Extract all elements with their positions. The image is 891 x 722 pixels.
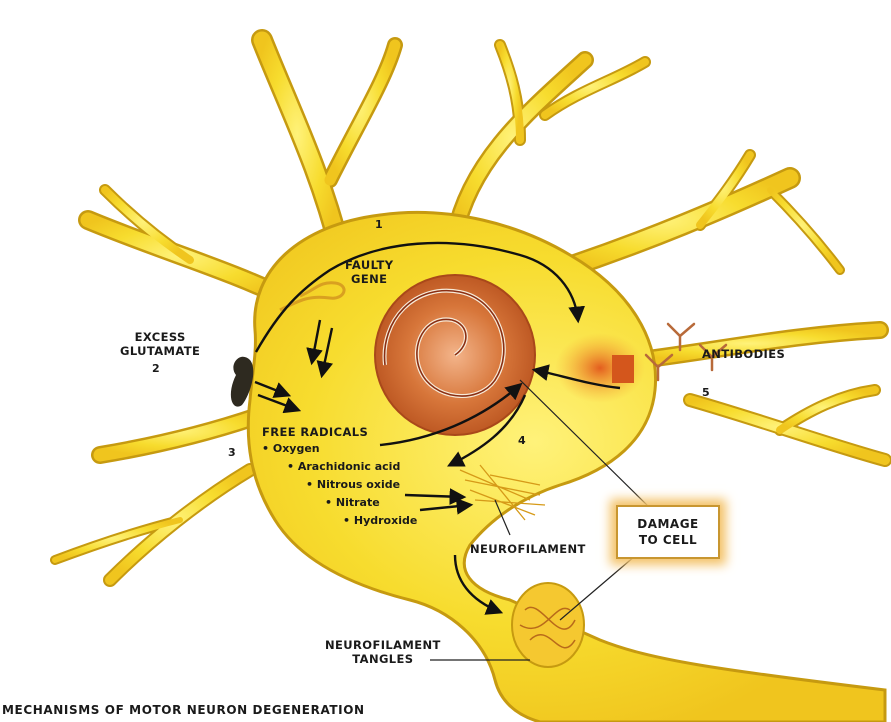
damage-line-2: TO CELL (639, 532, 697, 548)
damage-line-1: DAMAGE (637, 516, 699, 532)
free-radical-hydroxide: • Hydroxide (343, 514, 417, 527)
damage-to-cell-box: DAMAGE TO CELL (616, 505, 720, 559)
step-4-number: 4 (518, 434, 526, 447)
step-5-number: 5 (702, 386, 710, 399)
neurofilament-tangles-label: NEUROFILAMENT TANGLES (325, 638, 441, 666)
excess-glutamate-label: EXCESS GLUTAMATE (120, 330, 200, 358)
step-2-number: 2 (152, 362, 160, 375)
free-radical-arachidonic-acid: • Arachidonic acid (287, 460, 400, 473)
axon-swelling (512, 583, 584, 667)
step-3-number: 3 (228, 446, 236, 459)
step-1-number: 1 (375, 218, 383, 231)
membrane-channel (612, 355, 634, 383)
free-radical-oxygen: • Oxygen (262, 442, 320, 455)
antibodies-label: ANTIBODIES (702, 347, 785, 361)
free-radicals-title: FREE RADICALS (262, 425, 368, 439)
faulty-gene-label: FAULTY GENE (345, 258, 393, 286)
figure-caption: MECHANISMS OF MOTOR NEURON DEGENERATION (2, 703, 365, 717)
free-radical-nitrous-oxide: • Nitrous oxide (306, 478, 400, 491)
neurofilament-label: NEUROFILAMENT (470, 542, 586, 556)
free-radical-nitrate: • Nitrate (325, 496, 380, 509)
